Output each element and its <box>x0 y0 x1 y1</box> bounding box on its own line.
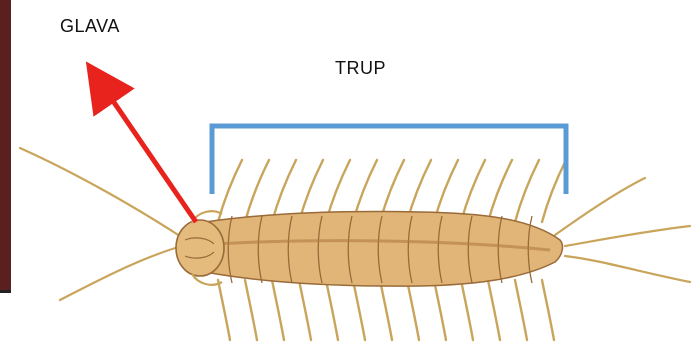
leg-lower <box>245 280 257 340</box>
leg-upper <box>542 160 566 222</box>
leg-lower <box>380 280 392 340</box>
antenna-upper <box>20 148 183 238</box>
leg-upper <box>245 160 269 222</box>
antenna-lower <box>60 246 182 300</box>
tail-appendages <box>555 178 690 282</box>
leg-upper <box>272 160 296 222</box>
leg-lower <box>353 280 365 340</box>
leg-upper <box>461 160 485 222</box>
centipede-body <box>205 211 562 286</box>
leg-upper <box>515 160 539 222</box>
leg-lower <box>515 280 527 340</box>
leg-upper <box>488 160 512 222</box>
label-trunk: TRUP <box>335 58 386 79</box>
leg-lower <box>272 280 284 340</box>
head-arrow <box>100 82 196 222</box>
leg-lower <box>488 280 500 340</box>
leg-lower <box>407 280 419 340</box>
leg-lower <box>218 280 230 340</box>
leg-lower <box>434 280 446 340</box>
label-head: GLAVA <box>60 16 120 37</box>
leg-lower <box>299 280 311 340</box>
leg-lower <box>542 280 554 340</box>
leg-lower <box>461 280 473 340</box>
leg-lower <box>326 280 338 340</box>
